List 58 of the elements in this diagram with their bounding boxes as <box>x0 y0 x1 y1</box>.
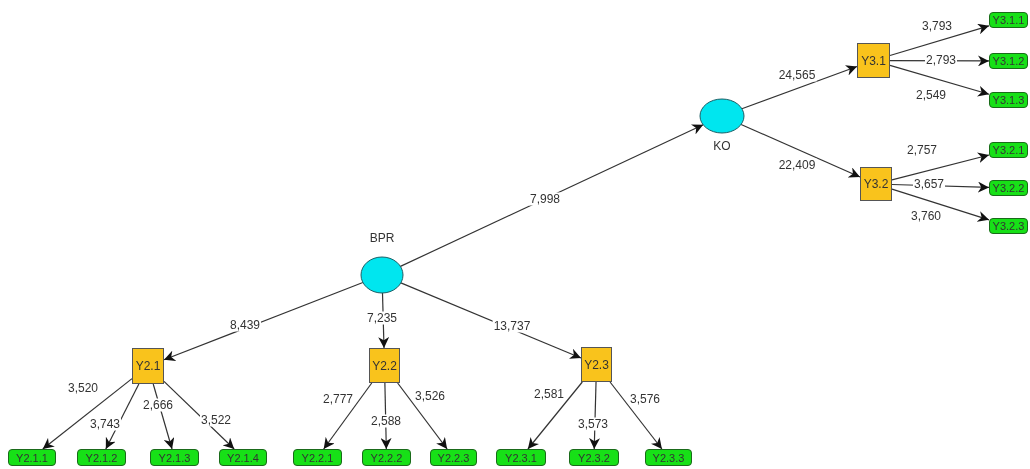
edge-label: 2,793 <box>925 53 957 67</box>
leaf-node: Y2.2.2 <box>362 449 411 466</box>
edge-label: 22,409 <box>777 158 817 172</box>
arrow <box>889 64 990 97</box>
arrow <box>741 65 858 110</box>
arrow <box>399 124 704 267</box>
edge-label: 3,522 <box>200 413 232 427</box>
leaf-node: Y2.2.3 <box>430 449 477 466</box>
edge-label: 2,549 <box>915 88 947 102</box>
arrow <box>889 23 990 57</box>
leaf-node: Y2.3.3 <box>645 449 692 466</box>
leaf-node: Y3.2.1 <box>989 142 1028 158</box>
leaf-node: Y2.1.1 <box>8 449 56 466</box>
edge-label: 8,439 <box>229 318 261 332</box>
edge-label: 3,573 <box>577 417 609 431</box>
leaf-node: Y3.1.2 <box>989 53 1028 69</box>
edge-label: 3,743 <box>89 417 121 431</box>
leaf-node: Y3.2.2 <box>989 180 1028 196</box>
leaf-node: Y2.3.1 <box>496 449 546 466</box>
decision-node: Y2.2 <box>369 348 400 383</box>
arrow <box>42 378 133 450</box>
leaf-node: Y2.1.2 <box>77 449 126 466</box>
edge-label: 3,657 <box>913 177 945 191</box>
decision-node: Y3.2 <box>860 167 892 201</box>
edge-label: 7,235 <box>366 311 398 325</box>
leaf-node: Y2.1.4 <box>219 449 267 466</box>
node-label: BPR <box>368 231 396 245</box>
node-label: KO <box>712 139 732 153</box>
edge-label: 2,588 <box>370 414 402 428</box>
edge-label: 2,581 <box>533 387 565 401</box>
leaf-node: Y3.1.3 <box>989 92 1028 108</box>
edge-label: 3,793 <box>921 19 953 33</box>
arrow <box>397 382 448 450</box>
ellipse-node <box>359 231 405 295</box>
edge-label: 13,737 <box>492 319 532 333</box>
arrow <box>891 152 990 181</box>
arrow <box>527 381 583 450</box>
arrow <box>323 382 373 450</box>
leaf-node: Y3.2.3 <box>989 218 1028 234</box>
leaf-node: Y2.3.2 <box>569 449 619 466</box>
edge-label: 2,757 <box>906 143 938 157</box>
arrow <box>740 123 861 178</box>
decision-node: Y2.1 <box>132 348 164 384</box>
leaf-node: Y2.2.1 <box>293 449 342 466</box>
edge-label: 2,666 <box>142 398 174 412</box>
edge-label: 2,777 <box>322 392 354 406</box>
edge-label: 3,526 <box>414 389 446 403</box>
leaf-node: Y3.1.1 <box>989 12 1028 28</box>
decision-node: Y2.3 <box>581 347 612 382</box>
leaf-node: Y2.1.3 <box>150 449 199 466</box>
arrow <box>891 188 990 222</box>
edge-label: 7,998 <box>529 192 561 206</box>
edge-label: 3,760 <box>910 209 942 223</box>
arrow <box>609 381 663 450</box>
edge-label: 3,576 <box>629 392 661 406</box>
edge-label: 24,565 <box>777 68 817 82</box>
edge-label: 3,520 <box>67 381 99 395</box>
decision-node: Y3.1 <box>857 43 890 78</box>
